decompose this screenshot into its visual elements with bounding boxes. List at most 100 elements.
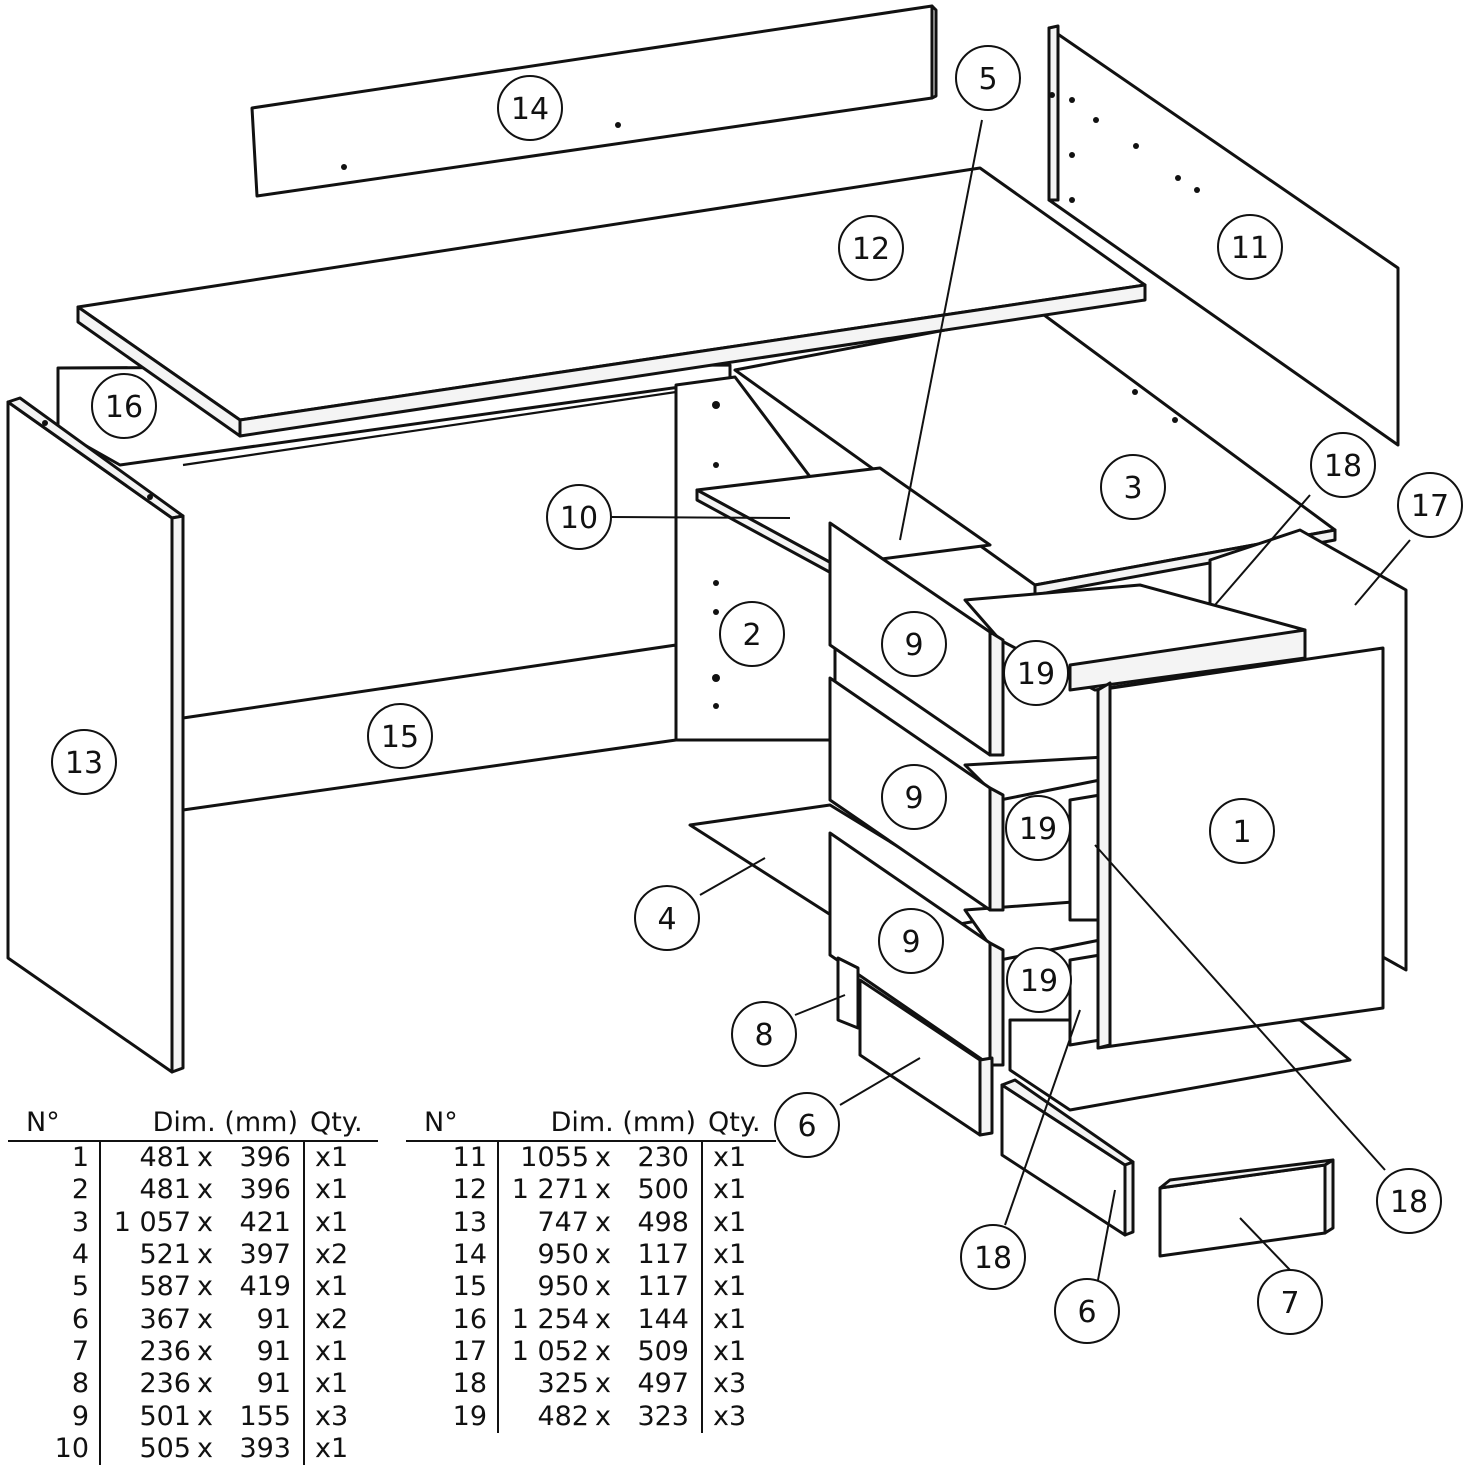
dimension-separator: x	[595, 1271, 611, 1303]
dimension-b: 117	[637, 1239, 689, 1271]
dimension-separator: x	[197, 1335, 213, 1367]
callout-4: 4	[634, 885, 700, 951]
callout-label: 19	[1019, 812, 1057, 847]
callout-19a: 19	[1003, 640, 1069, 706]
part-quantity: x1	[303, 1271, 378, 1304]
callout-14: 14	[497, 75, 563, 141]
callout-7: 7	[1257, 1269, 1323, 1335]
dimension-a: 481	[139, 1174, 191, 1206]
part-number: 19	[452, 1400, 487, 1432]
column-header-number: N°	[406, 1104, 498, 1142]
dimension-a: 236	[139, 1335, 191, 1367]
dimension-b: 421	[239, 1206, 291, 1238]
part-quantity: x1	[303, 1368, 378, 1401]
dimension-separator: x	[595, 1206, 611, 1238]
callout-19c: 19	[1006, 947, 1072, 1013]
dimension-a: 521	[139, 1239, 191, 1271]
part-quantity: x1	[303, 1206, 378, 1239]
callout-19b: 19	[1005, 795, 1071, 861]
dimension-a: 1055	[520, 1142, 589, 1174]
dimension-a: 950	[537, 1271, 589, 1303]
column-header-dimensions: Dim. (mm)	[100, 1104, 304, 1142]
dimension-b: 500	[637, 1174, 689, 1206]
part-quantity: x3	[303, 1400, 378, 1433]
callout-12: 12	[838, 215, 904, 281]
dimension-a: 950	[537, 1239, 589, 1271]
part-6-plinth-left	[858, 978, 994, 1137]
callout-18b: 18	[960, 1224, 1026, 1290]
part-quantity: x1	[701, 1206, 776, 1239]
callout-label: 6	[1077, 1295, 1096, 1330]
callout-9a: 9	[881, 611, 947, 677]
part-quantity: x3	[701, 1368, 776, 1401]
part-6-plinth-right	[1000, 1078, 1135, 1237]
part-quantity: x1	[701, 1174, 776, 1207]
part-quantity: x1	[701, 1238, 776, 1272]
dimension-a: 236	[139, 1368, 191, 1400]
column-header-quantity: Qty.	[702, 1104, 776, 1142]
dimension-b: 419	[239, 1271, 291, 1303]
callout-label: 16	[105, 390, 143, 425]
callout-label: 3	[1123, 471, 1142, 506]
part-quantity: x2	[303, 1303, 378, 1336]
callout-label: 7	[1280, 1286, 1299, 1321]
dimension-a: 1 271	[511, 1174, 589, 1206]
callout-label: 1	[1232, 815, 1251, 850]
callout-1: 1	[1209, 798, 1275, 864]
callout-label: 11	[1231, 231, 1269, 266]
callout-label: 18	[1390, 1185, 1428, 1220]
dimension-a: 325	[537, 1368, 589, 1400]
column-header-dimensions: Dim. (mm)	[498, 1104, 702, 1142]
part-number: 6	[71, 1303, 89, 1335]
callout-label: 9	[904, 781, 923, 816]
callout-10: 10	[546, 484, 612, 550]
callout-9b: 9	[881, 764, 947, 830]
callout-label: 17	[1411, 489, 1449, 524]
dimension-separator: x	[595, 1142, 611, 1174]
callout-9c: 9	[878, 908, 944, 974]
dimension-a: 1 052	[511, 1335, 589, 1367]
part-number: 7	[71, 1335, 89, 1367]
part-number: 16	[452, 1303, 487, 1335]
dimension-b: 91	[256, 1303, 291, 1335]
part-number: 13	[452, 1206, 487, 1238]
part-quantity: x1	[303, 1432, 378, 1465]
callout-label: 9	[904, 628, 923, 663]
callout-label: 6	[797, 1109, 816, 1144]
dimension-b: 396	[239, 1174, 291, 1206]
dimension-separator: x	[197, 1271, 213, 1303]
dimension-b: 509	[637, 1335, 689, 1367]
dimension-separator: x	[197, 1368, 213, 1400]
dimension-separator: x	[595, 1303, 611, 1335]
callouts: 1 2 3 4 5 6 6 7 8 9 9 9 10 11 12 13 14 1…	[51, 45, 1463, 1344]
part-number: 3	[71, 1206, 89, 1238]
part-quantity: x1	[701, 1335, 776, 1369]
part-number: 15	[452, 1271, 487, 1303]
part-number: 8	[71, 1368, 89, 1400]
part-number: 17	[452, 1335, 487, 1367]
part-quantity: x1	[701, 1303, 776, 1336]
callout-label: 12	[852, 232, 890, 267]
callout-15: 15	[367, 703, 433, 769]
part-number: 1	[71, 1142, 89, 1174]
